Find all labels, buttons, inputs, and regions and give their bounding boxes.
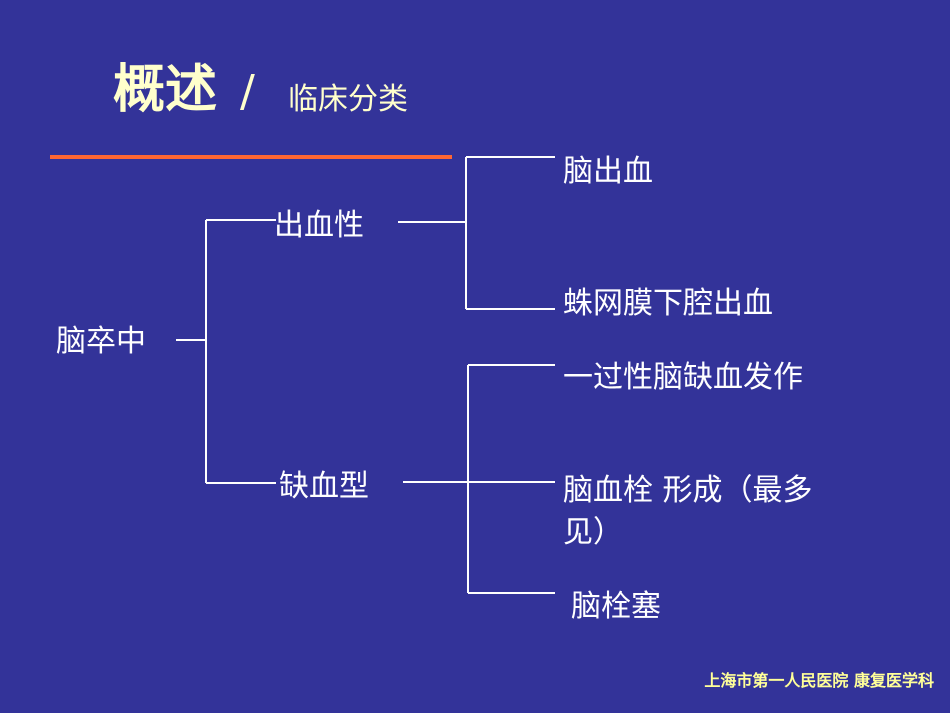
leaf-tia: 一过性脑缺血发作 (563, 360, 803, 395)
branch-ischemic: 缺血型 (279, 469, 369, 504)
footer-institution: 上海市第一人民医院 康复医学科 (704, 671, 934, 690)
title-underline (50, 155, 452, 159)
slide-title: 概述 (113, 60, 218, 120)
leaf-cerebral-thrombosis: 脑血栓 形成（最多见） (563, 473, 813, 550)
leaf-subarachnoid-hemorrhage: 蛛网膜下腔出血 (563, 286, 773, 321)
slide-subtitle: 临床分类 (288, 82, 408, 117)
tree-root: 脑卒中 (56, 324, 146, 359)
branch-hemorrhagic: 出血性 (274, 208, 364, 243)
leaf-cerebral-embolism: 脑栓塞 (571, 589, 661, 624)
leaf-cerebral-hemorrhage: 脑出血 (563, 154, 653, 189)
title-separator: / (240, 66, 255, 117)
